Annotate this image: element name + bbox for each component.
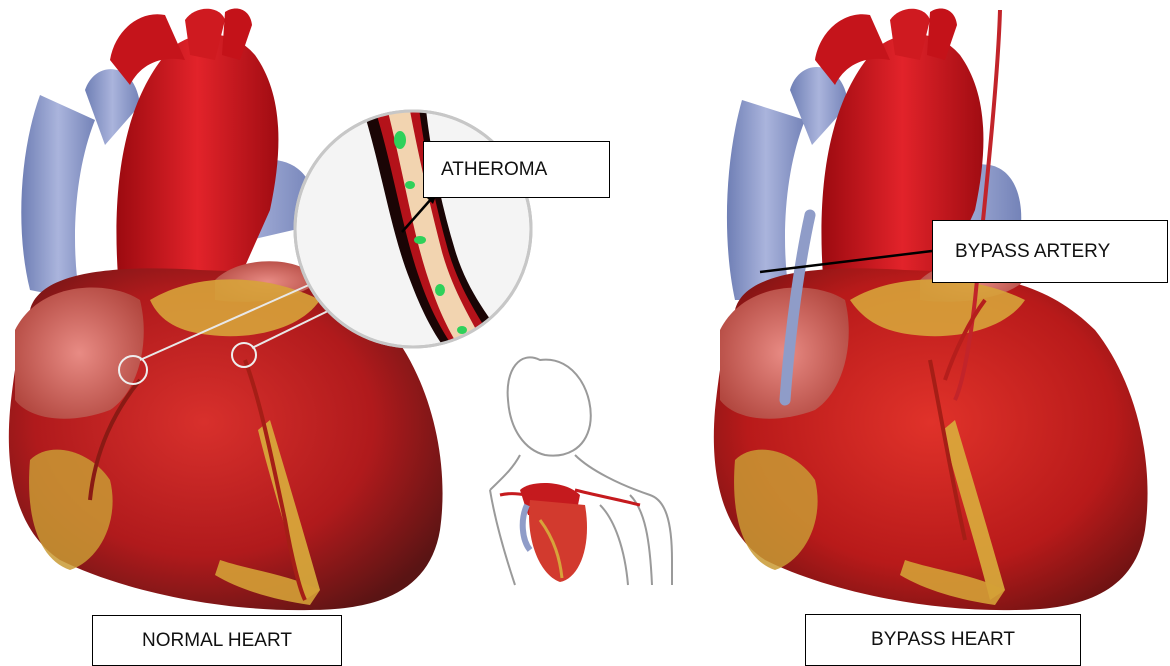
atheroma-label: ATHEROMA [423,141,610,198]
bypass-artery-label: BYPASS ARTERY [932,220,1168,283]
bypass-heart-caption-text: BYPASS HEART [871,629,1015,651]
bypass-artery-label-text: BYPASS ARTERY [955,241,1110,263]
bypass-heart-illustration [714,8,1148,610]
normal-heart-caption-text: NORMAL HEART [142,630,292,652]
normal-heart-caption: NORMAL HEART [92,615,342,666]
bypass-heart-caption: BYPASS HEART [805,614,1081,666]
small-heart-figure [500,483,640,582]
atheroma-label-text: ATHEROMA [441,159,547,181]
